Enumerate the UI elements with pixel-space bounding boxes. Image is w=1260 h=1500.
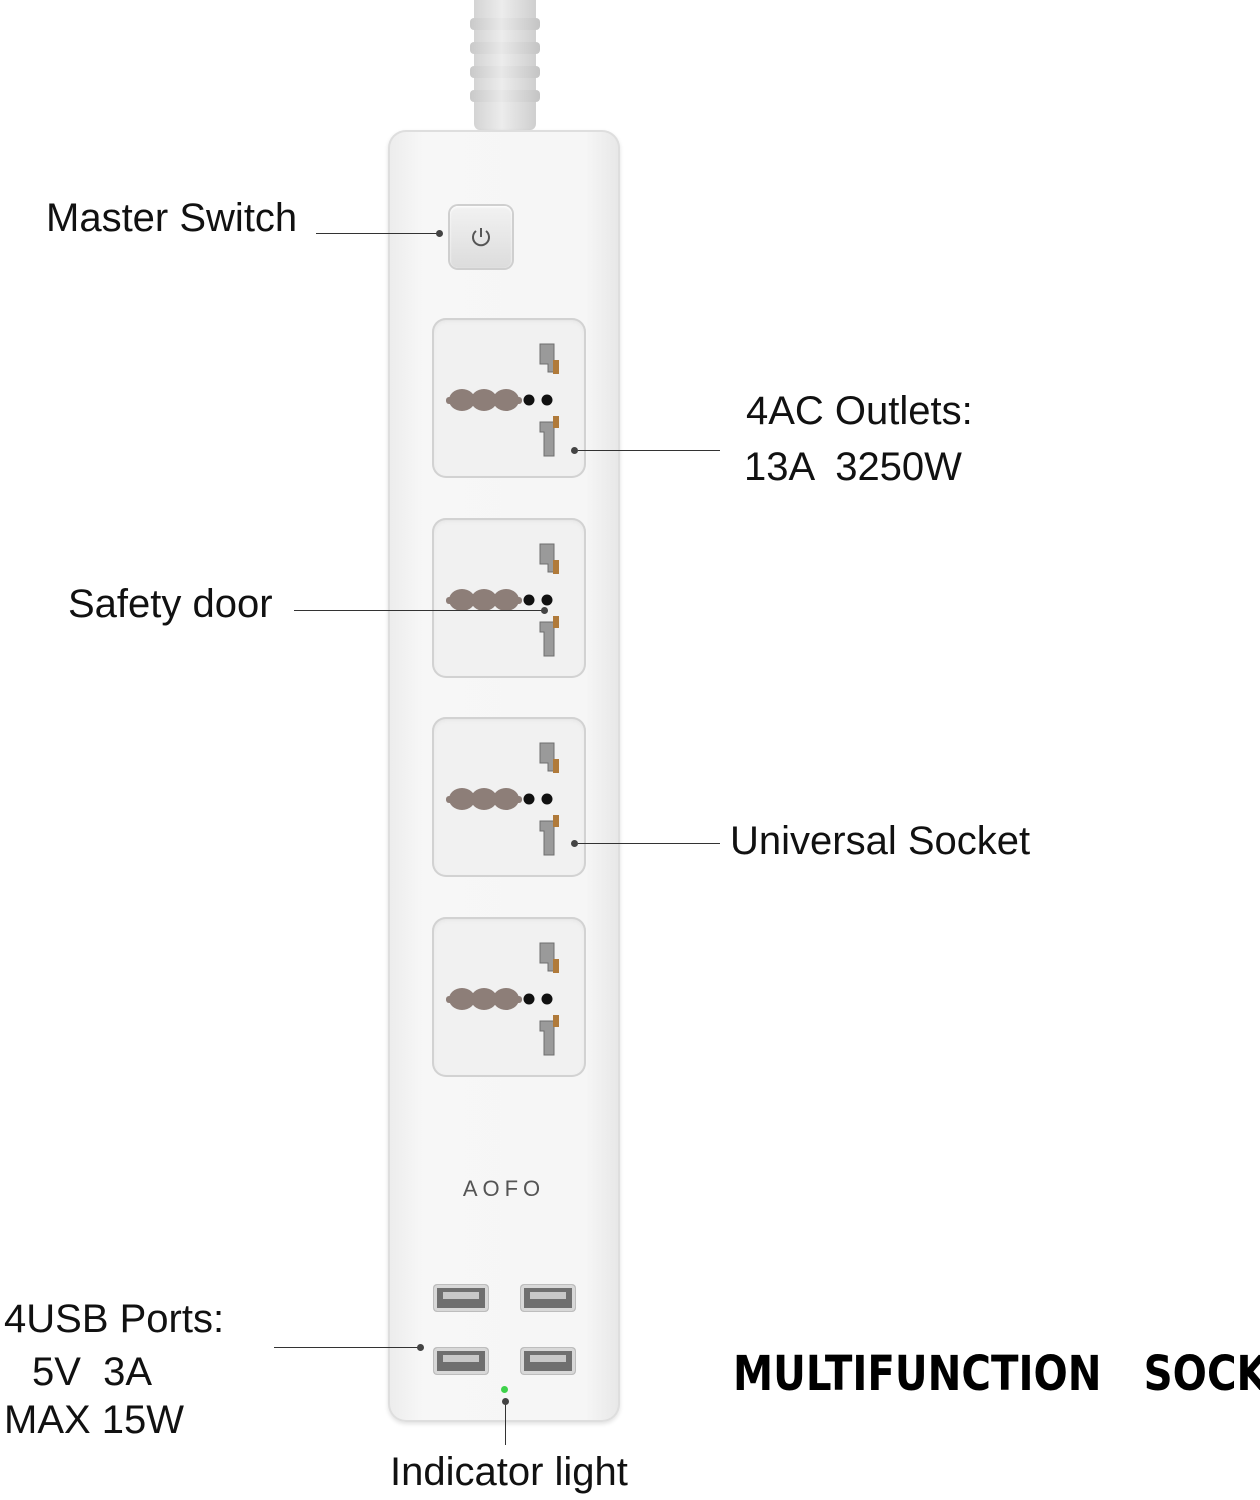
cord-strain-relief-rib bbox=[470, 90, 540, 102]
universal-socket-icon bbox=[446, 942, 559, 1056]
safety-door-leader bbox=[294, 610, 544, 611]
universal-socket-leader bbox=[578, 843, 720, 844]
leader-endpoint bbox=[502, 1398, 509, 1405]
universal-socket bbox=[432, 717, 586, 877]
product-headline: MULTIFUNCTION SOCKET bbox=[733, 1346, 1260, 1402]
usb-ports-max-power: MAX 15W bbox=[4, 1398, 185, 1442]
indicator-light-leader bbox=[505, 1400, 506, 1445]
ac-outlets-label: 4AC Outlets: bbox=[746, 389, 973, 433]
leader-endpoint bbox=[571, 840, 578, 847]
usb-port-icon bbox=[521, 1285, 575, 1311]
indicator-led-icon bbox=[501, 1386, 508, 1393]
cord-strain-relief-rib bbox=[470, 18, 540, 30]
usb-port-icon bbox=[434, 1285, 488, 1311]
master-switch-button[interactable] bbox=[450, 206, 512, 268]
usb-ports-label: 4USB Ports: bbox=[4, 1297, 225, 1341]
leader-endpoint bbox=[571, 447, 578, 454]
indicator-light-label: Indicator light bbox=[390, 1450, 628, 1494]
usb-port-icon bbox=[521, 1348, 575, 1374]
usb-port-icon bbox=[434, 1348, 488, 1374]
universal-socket-icon bbox=[446, 543, 559, 657]
master-switch-label: Master Switch bbox=[46, 196, 298, 240]
usb-ports-rating: 5V 3A bbox=[32, 1350, 153, 1394]
safety-door-label: Safety door bbox=[68, 582, 273, 626]
brand-logo: AOFO bbox=[462, 1176, 546, 1201]
universal-socket-label: Universal Socket bbox=[730, 819, 1031, 863]
ac-outlets-rating: 13A 3250W bbox=[744, 445, 962, 489]
universal-socket bbox=[432, 917, 586, 1077]
power-button-icon bbox=[472, 228, 490, 247]
universal-socket bbox=[432, 318, 586, 478]
leader-endpoint bbox=[541, 607, 548, 614]
master-switch-leader bbox=[316, 233, 440, 234]
usb-ports-leader bbox=[274, 1347, 420, 1348]
universal-socket-icon bbox=[446, 343, 559, 457]
cord-strain-relief-rib bbox=[470, 66, 540, 78]
ac-outlets-leader bbox=[578, 450, 720, 451]
leader-endpoint bbox=[436, 230, 443, 237]
universal-socket-icon bbox=[446, 742, 559, 856]
leader-endpoint bbox=[417, 1344, 424, 1351]
universal-socket bbox=[432, 518, 586, 678]
cord-strain-relief-rib bbox=[470, 42, 540, 54]
